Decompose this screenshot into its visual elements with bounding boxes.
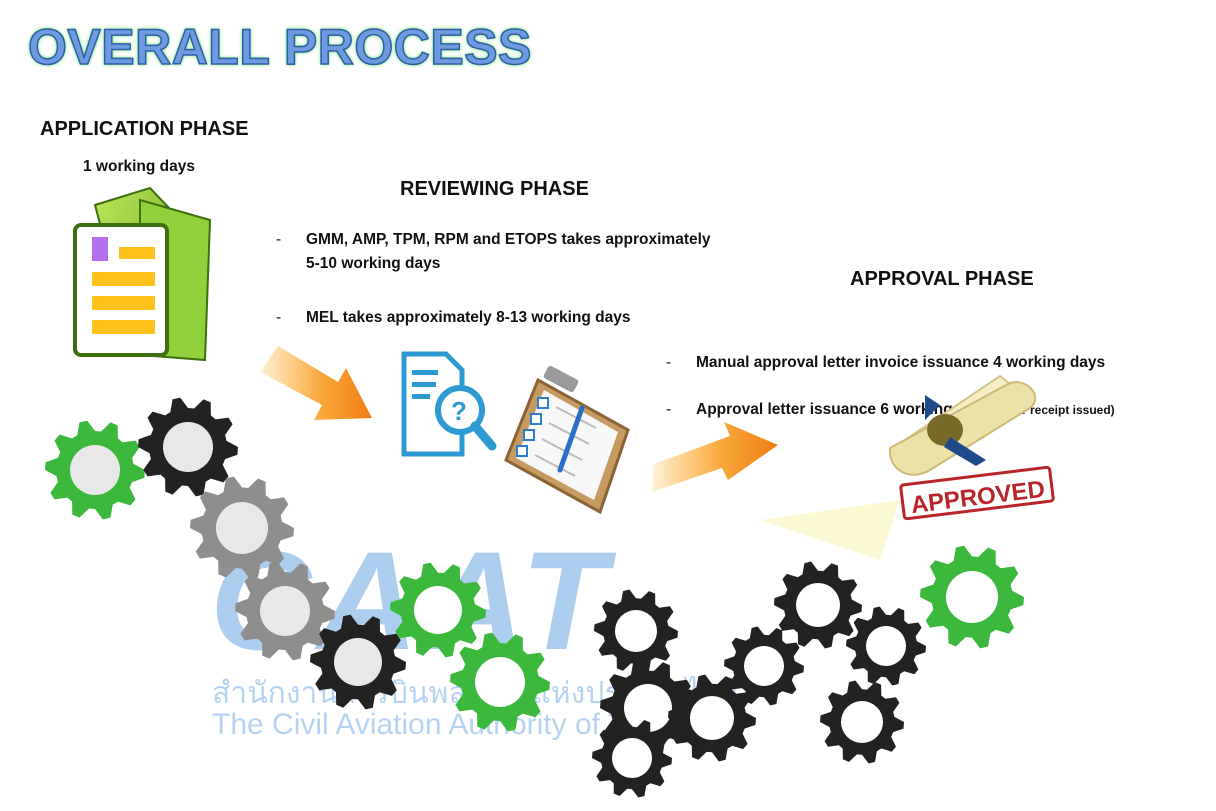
approval-phase-heading: APPROVAL PHASE [850,268,1034,290]
gear-hole [414,586,462,634]
svg-text:?: ? [451,396,467,426]
gear-hole [744,646,784,686]
document-search-icon: ? [401,351,497,457]
arrow-icon-2 [652,422,778,492]
gear-hole [796,583,840,627]
watermark-swoosh [760,500,900,560]
gear-hole [260,586,310,636]
gear-chain [45,397,1024,798]
reviewing-item-1: GMM, AMP, TPM, RPM and ETOPS takes appro… [276,229,1216,250]
page-title: OVERALL PROCESS [27,18,532,76]
clipboard-checklist-icon [504,365,630,515]
reviewing-item-1-cont: 5-10 working days [306,255,441,272]
reviewing-phase-heading: REVIEWING PHASE [400,178,589,200]
arrow-icon-1 [260,346,372,420]
gear-hole [612,738,652,778]
gear-hole [690,696,734,740]
gear-hole [841,701,883,743]
approved-certificate-icon: APPROVED [888,374,1055,521]
folder-icon [73,186,212,362]
gear-hole [163,422,213,472]
gear-hole [624,684,672,732]
gear-hole [615,610,657,652]
gear-hole [334,638,382,686]
approval-item-1: Manual approval letter invoice issuance … [666,352,1216,373]
application-phase-heading: APPLICATION PHASE [40,118,249,140]
gear-hole [946,571,998,623]
application-phase-duration: 1 working days [83,158,195,175]
gear-hole [216,502,268,554]
gear-hole [866,626,906,666]
reviewing-item-2: MEL takes approximately 8-13 working day… [276,307,1216,328]
gear-hole [475,657,525,707]
gear-hole [70,445,120,495]
